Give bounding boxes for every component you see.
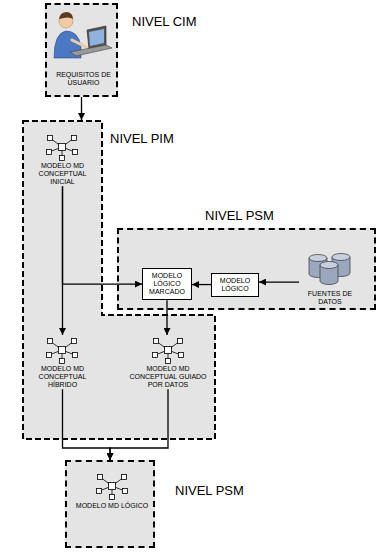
flow-arrow xyxy=(63,186,143,284)
level-heading: NIVEL PIM xyxy=(110,132,174,146)
model-label: FUENTES DE DATOS xyxy=(299,290,361,306)
level-heading: NIVEL CIM xyxy=(132,15,197,29)
logical-model-box: MODELO LÓGICO MARCADO xyxy=(142,268,192,300)
md-model-icon xyxy=(97,475,128,500)
flow-arrow xyxy=(63,389,111,460)
flow-arrow xyxy=(166,300,167,335)
icon-part xyxy=(59,12,73,19)
flow-arrow xyxy=(110,389,168,460)
model-label: MODELO LÓGICO xyxy=(215,277,255,293)
user-at-laptop-icon xyxy=(54,12,112,58)
flow-arrow xyxy=(192,284,211,285)
model-label: REQUISITOS DE USUARIO xyxy=(49,71,118,87)
md-model-icon xyxy=(47,339,78,364)
level-band: NIVEL PSMMODELO MD LÓGICO xyxy=(65,460,155,548)
logical-model-box: MODELO LÓGICO xyxy=(211,273,259,297)
icon-part xyxy=(72,40,88,48)
model-label: MODELO MD LÓGICO xyxy=(72,502,152,510)
icon-part xyxy=(89,29,104,46)
model-label: MODELO MD CONCEPTUAL INICIAL xyxy=(27,162,98,186)
md-model-icon xyxy=(153,339,184,364)
model-label: MODELO LÓGICO MARCADO xyxy=(146,272,188,296)
model-label: MODELO MD CONCEPTUAL GUIADO POR DATOS xyxy=(126,365,210,389)
md-model-icon xyxy=(47,136,78,161)
requirement-label: REQUISITOS DE USUARIO xyxy=(49,71,118,87)
flow-arrow xyxy=(81,97,82,120)
icon-part xyxy=(70,45,112,56)
flow-arrow xyxy=(259,281,299,282)
database-cylinder xyxy=(320,262,338,285)
level-heading: NIVEL PSM xyxy=(205,209,274,223)
model-label: MODELO MD CONCEPTUAL HÍBRIDO xyxy=(27,365,98,389)
level-heading: NIVEL PSM xyxy=(175,484,244,498)
